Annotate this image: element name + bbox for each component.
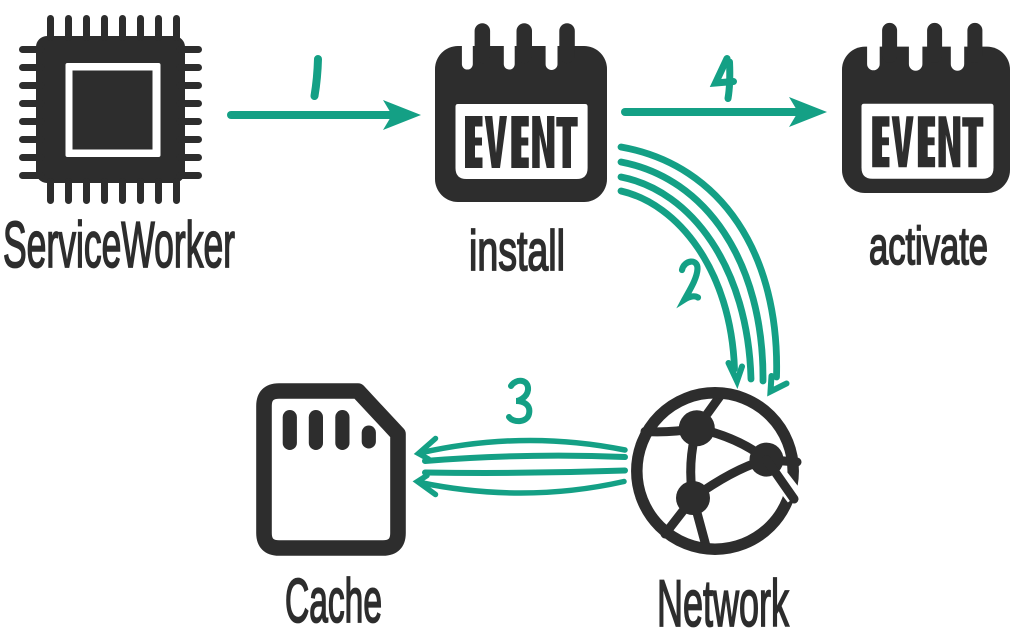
svg-text:Cache: Cache [285, 567, 382, 633]
svg-text:ServiceWorker: ServiceWorker [3, 208, 235, 281]
svg-text:activate: activate [869, 217, 988, 276]
svg-text:install: install [469, 219, 565, 283]
svg-text:Network: Network [657, 566, 790, 633]
